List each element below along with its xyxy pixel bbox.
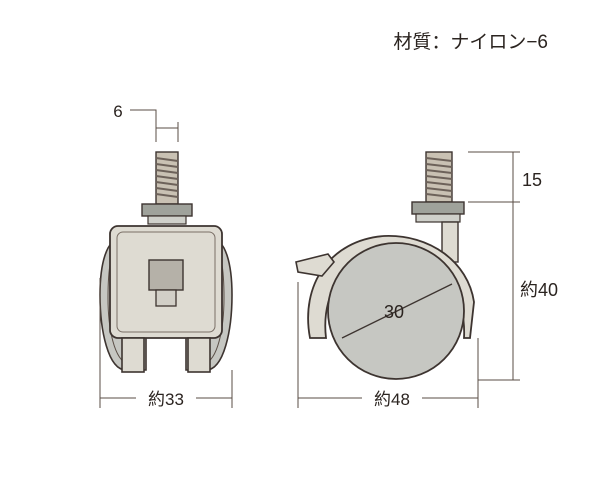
dim-wheel-diameter-label: 30 bbox=[384, 302, 404, 322]
side-washer bbox=[415, 213, 461, 223]
wheel-diameter-line bbox=[341, 283, 453, 339]
side-nut bbox=[411, 201, 465, 215]
dim-thread-length-label: 15 bbox=[522, 170, 542, 190]
front-center-block bbox=[148, 259, 184, 291]
dim-side-width: 約48 bbox=[297, 282, 479, 409]
side-brake-lever bbox=[295, 253, 336, 277]
material-label: 材質：ナイロン−6 bbox=[393, 31, 548, 53]
front-thread-stem bbox=[155, 151, 179, 205]
dim-side-width-label: 約48 bbox=[374, 390, 410, 409]
dim-side-heights: 15 約40 bbox=[468, 151, 558, 381]
dim-thread-diameter: 6 bbox=[113, 102, 179, 142]
dim-front-width-label: 約33 bbox=[148, 390, 184, 409]
dim-total-height-label: 約40 bbox=[520, 280, 558, 300]
dim-front-width: 約33 bbox=[99, 278, 233, 409]
side-thread-stem bbox=[425, 151, 453, 203]
front-washer bbox=[147, 215, 187, 225]
front-left-leg bbox=[121, 337, 145, 373]
dim-thread-diameter-label: 6 bbox=[113, 102, 122, 121]
front-nut bbox=[141, 203, 193, 217]
side-view: 30 bbox=[295, 151, 475, 380]
front-center-tab bbox=[155, 289, 177, 307]
front-view bbox=[99, 151, 233, 373]
front-right-leg bbox=[187, 337, 211, 373]
